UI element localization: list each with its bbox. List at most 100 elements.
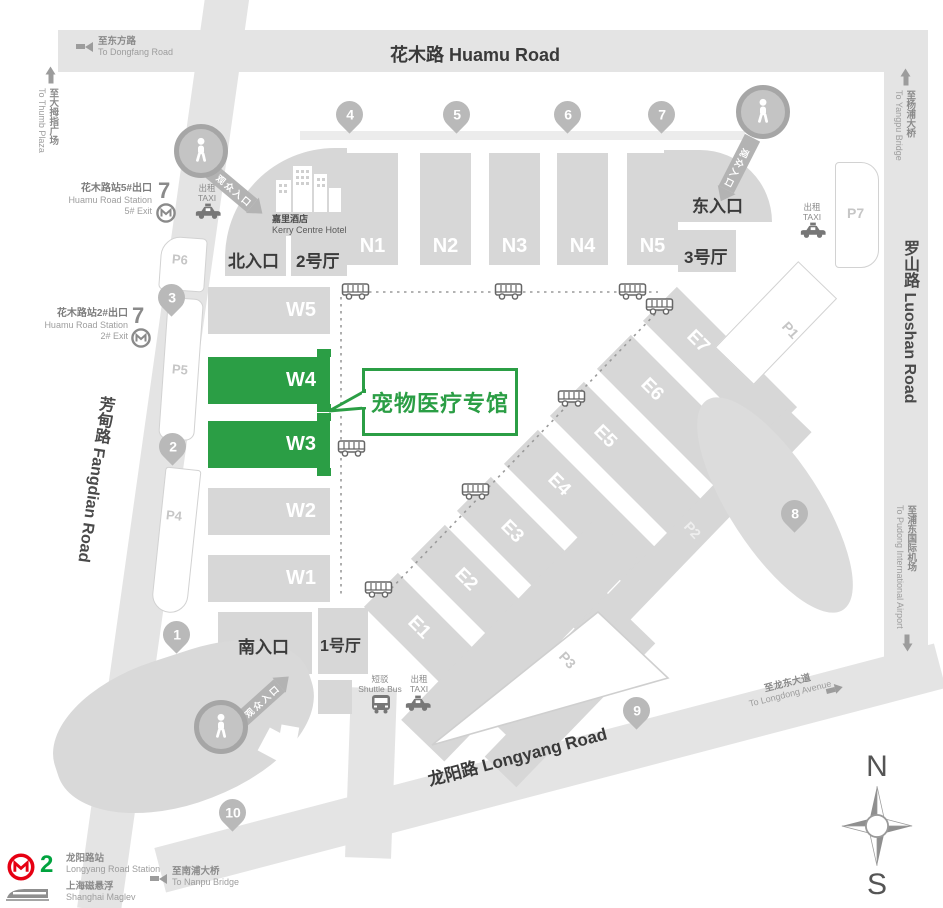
hall3-block: [678, 230, 736, 272]
metro-logo-icon: [130, 327, 152, 349]
hall-w2: W2: [208, 488, 330, 535]
hall-e1-label: E1: [403, 611, 435, 644]
to-nanpu-bridge-sign: 至南浦大桥 To Nanpu Bridge: [172, 866, 240, 888]
map-pin-4: 4: [330, 95, 369, 134]
taxi-east-icon: [799, 222, 827, 240]
south-entrance-label: 南入口: [238, 638, 289, 657]
shuttle-bus-front-icon: [370, 694, 392, 714]
map-pin-7: 7: [642, 95, 681, 134]
hall-e3-label: E3: [496, 515, 528, 548]
parking-p7: [835, 162, 879, 268]
hall-e6-label: E6: [636, 373, 668, 406]
map-pin-5: 5: [437, 95, 476, 134]
metro-line2-logo-icon: [6, 852, 36, 882]
w3-tab-top: [317, 413, 331, 421]
hall-w1-label: W1: [286, 567, 316, 589]
hall-w1: W1: [208, 555, 330, 602]
dongfang-arrow-left-icon: [76, 42, 93, 52]
hall-w4: W4: [208, 357, 330, 404]
metro-logo-icon: [155, 202, 177, 224]
parking-p4-label: P4: [165, 507, 183, 524]
to-dongfang-sign: 至东方路 To Dongfang Road: [98, 36, 174, 58]
shuttle-bus-icon: [618, 281, 648, 301]
w4-tab-bottom: [317, 404, 331, 412]
kerry-hotel-label: 嘉里酒店 Kerry Centre Hotel: [272, 214, 347, 235]
pedestrian-entrance-icon-south: [194, 700, 248, 754]
huamu-station-exit5-label: 花木路站5#出口 Huamu Road Station 5# Exit: [68, 183, 152, 216]
hall1-block: [318, 608, 368, 674]
hall-w4-label: W4: [286, 369, 316, 391]
hall-n4-label: N4: [569, 235, 596, 257]
hall2-block: [292, 238, 346, 275]
hall1-label: 1号厅: [320, 638, 361, 655]
hall-n2-label: N2: [432, 235, 459, 257]
nanpu-arrow-left-icon: [150, 874, 167, 884]
shuttle-bus-icon: [645, 296, 675, 316]
hall-w5: W5: [208, 287, 330, 334]
luoshan-road-label: 罗山路 Luoshan Road: [901, 240, 918, 404]
shuttle-bus-icon: [364, 579, 394, 599]
hall-w2-label: W2: [286, 500, 316, 522]
compass-south-label: S: [866, 868, 887, 901]
taxi-nw-icon: [194, 203, 222, 221]
shuttle-bus-icon: [494, 281, 524, 301]
to-pudong-airport-sign: To Pudong International Airport 至浦东国际机场: [894, 505, 917, 629]
hall-n5-label: N5: [639, 235, 666, 257]
huamu-station-exit2-label: 花木路站2#出口 Huamu Road Station 2# Exit: [44, 308, 128, 341]
south-building: [278, 724, 300, 744]
hall-e2-label: E2: [450, 563, 482, 596]
east-entrance-label: 东入口: [692, 197, 743, 216]
maglev-label: 上海磁悬浮 Shanghai Maglev: [66, 881, 136, 903]
metro-line7-number: 7: [132, 303, 145, 328]
callout-pointer: [328, 388, 366, 413]
shuttle-bus-icon: [461, 481, 491, 501]
compass-rose-icon: [841, 786, 913, 866]
shuttle-bus-icon: [341, 281, 371, 301]
longyang-station-label: 龙阳路站 Longyang Road Station: [66, 853, 161, 875]
hall-n1: N1: [347, 153, 398, 265]
compass: N S: [840, 750, 914, 902]
callout-label: 宠物医疗专馆: [370, 391, 509, 416]
pedestrian-entrance-icon-north: [174, 124, 228, 178]
parking-p7-label: P7: [847, 205, 865, 221]
map-pin-1: 1: [157, 615, 196, 654]
hall-n5: N5: [627, 153, 678, 265]
pudong-arrow-down-icon: [902, 634, 913, 652]
kerry-hotel-icon: [274, 158, 348, 212]
parking-p6-label: P6: [171, 251, 189, 268]
to-thumb-plaza-sign: To Thumb Plaza 至大拇指广场: [36, 88, 59, 153]
to-yangpu-bridge-sign: To Yangpu Bridge 至杨浦大桥: [893, 90, 916, 161]
hall-w5-label: W5: [286, 299, 316, 321]
hall3-label: 3号厅: [684, 248, 728, 267]
hall-n4: N4: [557, 153, 608, 265]
taxi-south-icon: [404, 695, 432, 713]
hall2-label: 2号厅: [296, 252, 340, 271]
top-service-road: [300, 131, 745, 140]
metro-line2-number: 2: [40, 851, 54, 878]
parking-p5-label: P5: [171, 361, 189, 378]
hall-n1-label: N1: [359, 235, 386, 257]
yangpu-arrow-up-icon: [900, 68, 911, 86]
thumb-arrow-up-icon: [45, 66, 56, 84]
compass-north-label: N: [866, 750, 888, 783]
w3-tab-bottom: [317, 468, 331, 476]
pedestrian-entrance-icon-east: [736, 85, 790, 139]
pet-medical-pavilion-callout: 宠物医疗专馆: [362, 368, 518, 436]
hall-w3: W3: [208, 421, 330, 468]
hall-e4-label: E4: [543, 468, 575, 501]
hall-w3-label: W3: [286, 433, 316, 455]
hall-e7-label: E7: [682, 325, 714, 358]
hall-n3-label: N3: [501, 235, 528, 257]
north-entrance-label: 北入口: [228, 252, 279, 271]
hall-n2: N2: [420, 153, 471, 265]
maglev-train-icon: [5, 886, 51, 903]
luoshan-road: [884, 30, 928, 680]
shuttle-bus-icon: [337, 438, 367, 458]
north-blob-gap: [286, 236, 291, 276]
huamu-road-label: 花木路 Huamu Road: [390, 45, 561, 65]
